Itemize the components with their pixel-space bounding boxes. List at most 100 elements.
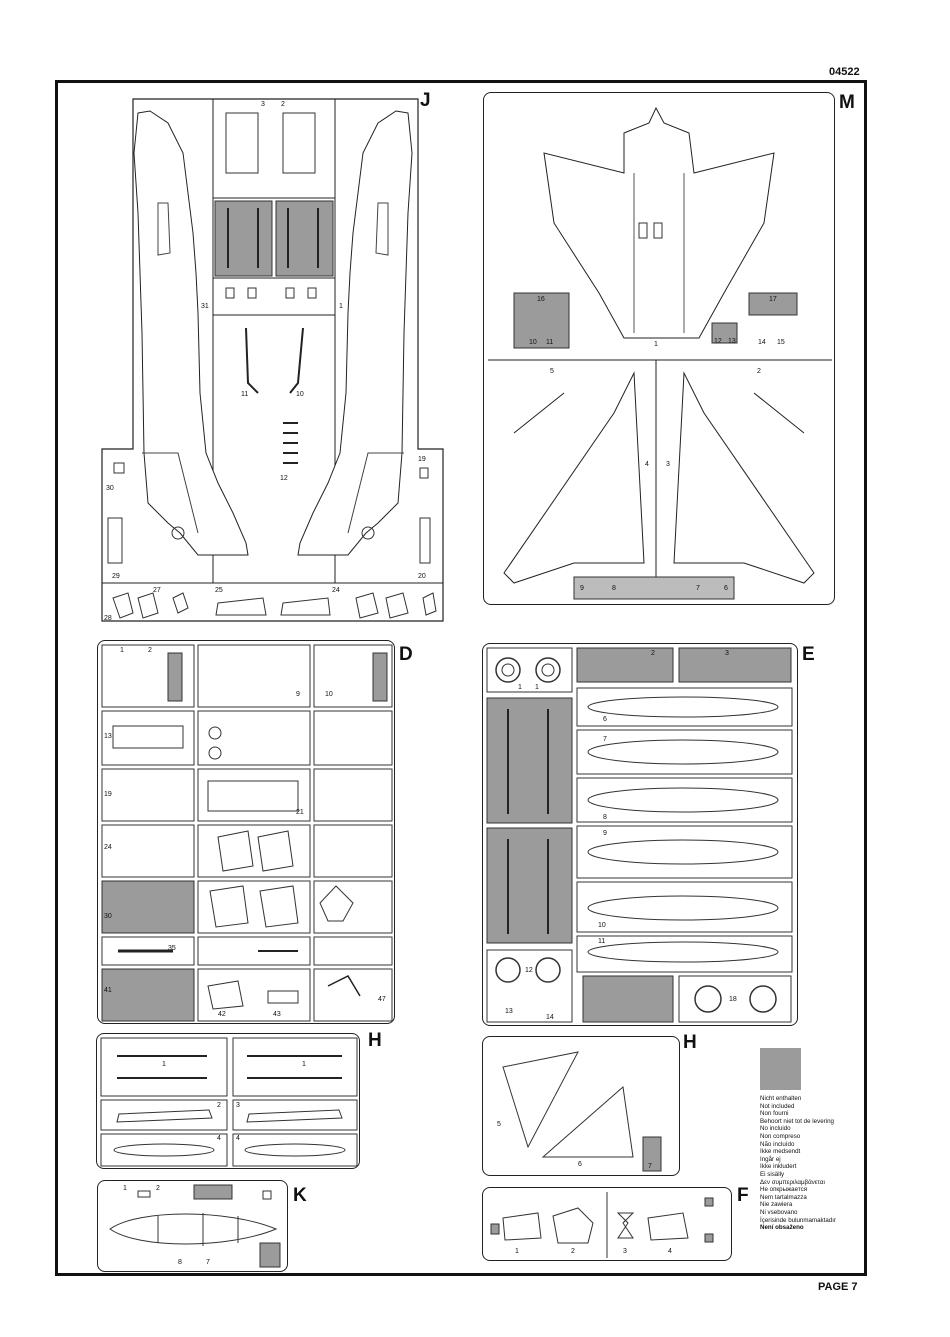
part-number: 35 (168, 945, 176, 952)
part-number: 27 (153, 587, 161, 594)
sprue-d-drawing (101, 644, 393, 1022)
legend-swatch (760, 1048, 801, 1090)
sprue-k-drawing (109, 1184, 281, 1268)
part-number: 24 (104, 844, 112, 851)
part-number: 30 (104, 913, 112, 920)
part-number: 8 (612, 585, 616, 592)
part-number: 2 (571, 1248, 575, 1255)
part-number: 7 (648, 1163, 652, 1170)
part-number: 9 (603, 830, 607, 837)
part-number: 11 (546, 339, 554, 346)
part-number: 29 (112, 573, 120, 580)
part-number: 3 (236, 1102, 240, 1109)
sprue-letter-f: F (737, 1185, 749, 1206)
part-number: 1 (535, 684, 539, 691)
part-number: 6 (578, 1161, 582, 1168)
legend-line: Non compreso (760, 1132, 801, 1140)
sprue-h-right-drawing (502, 1051, 662, 1172)
legend-line: Δεν συμπεριλαμβάνεται (760, 1178, 825, 1186)
part-number: 7 (603, 736, 607, 743)
part-number: 3 (261, 101, 265, 108)
sprue-f-drawing (490, 1192, 714, 1258)
part-number: 16 (537, 296, 545, 303)
part-number: 30 (106, 485, 114, 492)
part-number: 10 (296, 391, 304, 398)
part-number: 17 (769, 296, 777, 303)
part-number: 2 (281, 101, 285, 108)
part-number: 12 (280, 475, 288, 482)
legend-line: Ni vsebovano (760, 1208, 798, 1216)
sprue-h-right: 5 6 7 (482, 1036, 680, 1176)
part-number: 1 (339, 303, 343, 310)
part-number: 2 (651, 650, 655, 657)
part-number: 4 (668, 1248, 672, 1255)
part-number: 4 (236, 1135, 240, 1142)
part-number: 10 (529, 339, 537, 346)
part-number: 10 (325, 691, 333, 698)
legend-line: Nicht enthalten (760, 1095, 802, 1102)
part-number: 24 (332, 587, 340, 594)
part-number: 2 (156, 1185, 160, 1192)
part-number: 9 (580, 585, 584, 592)
part-number: 2 (757, 368, 761, 375)
part-number: 6 (603, 716, 607, 723)
part-number: 5 (497, 1121, 501, 1128)
not-included-legend: Nicht enthalten Not included Non fourni … (760, 1095, 836, 1232)
part-number: 2 (148, 647, 152, 654)
part-number: 43 (273, 1011, 281, 1018)
part-number: 9 (296, 691, 300, 698)
part-number: 14 (758, 339, 766, 346)
sprue-letter-j: J (420, 90, 431, 111)
sprue-m: 16 10 11 1 12 13 17 14 15 5 4 2 3 9 8 7 … (483, 92, 835, 605)
part-number: 4 (217, 1135, 221, 1142)
part-number: 1 (120, 647, 124, 654)
sprue-h-left-drawing (100, 1037, 358, 1167)
sprue-letter-e: E (802, 644, 815, 665)
part-number: 12 (714, 338, 722, 345)
sprue-j-drawing (101, 98, 444, 622)
part-number: 1 (515, 1248, 519, 1255)
part-number: 12 (525, 967, 533, 974)
part-number: 25 (215, 587, 223, 594)
legend-line: Behoort niet tot de levering (760, 1117, 834, 1125)
sprue-d: 1 2 9 10 13 19 21 24 30 35 41 42 43 47 (97, 640, 395, 1024)
legend-line: Nem tartalmazza (760, 1193, 807, 1201)
sprue-letter-h-right: H (683, 1032, 697, 1053)
part-number: 1 (162, 1061, 166, 1068)
part-number: 47 (378, 996, 386, 1003)
part-number: 2 (217, 1102, 221, 1109)
part-number: 1 (123, 1185, 127, 1192)
part-number: 8 (603, 814, 607, 821)
part-number: 21 (296, 809, 304, 816)
legend-line: Non fourni (760, 1110, 789, 1118)
legend-line: Ingår ej (760, 1155, 781, 1163)
part-number: 3 (666, 461, 670, 468)
page-label: PAGE 7 (818, 1281, 858, 1293)
part-number: 19 (418, 456, 426, 463)
sprue-letter-m: M (839, 92, 855, 113)
part-number: 20 (418, 573, 426, 580)
part-number: 31 (201, 303, 209, 310)
part-number: 15 (777, 339, 785, 346)
part-number: 8 (178, 1259, 182, 1266)
sprue-f: 1 2 3 4 (482, 1187, 732, 1261)
sprue-h-left: 1 1 2 3 4 4 (96, 1033, 360, 1169)
sprue-letter-h-left: H (368, 1030, 382, 1051)
sprue-letter-d: D (399, 644, 413, 665)
legend-line: Not included (760, 1102, 795, 1110)
sprue-k: 1 2 8 7 (97, 1180, 288, 1272)
part-number: 3 (725, 650, 729, 657)
part-number: 10 (598, 922, 606, 929)
sprue-m-drawing (488, 106, 832, 600)
part-number: 41 (104, 987, 112, 994)
part-number: 5 (550, 368, 554, 375)
part-number: 42 (218, 1011, 226, 1018)
part-number: 6 (724, 585, 728, 592)
part-number: 19 (104, 791, 112, 798)
part-number: 13 (104, 733, 112, 740)
legend-line: Nie zawiera (760, 1201, 793, 1209)
part-number: 13 (505, 1008, 513, 1015)
sprue-j: 3 2 31 1 11 10 12 30 29 19 20 27 28 25 2… (98, 93, 447, 633)
part-number: 28 (104, 615, 112, 622)
kit-number: 04522 (829, 66, 860, 78)
